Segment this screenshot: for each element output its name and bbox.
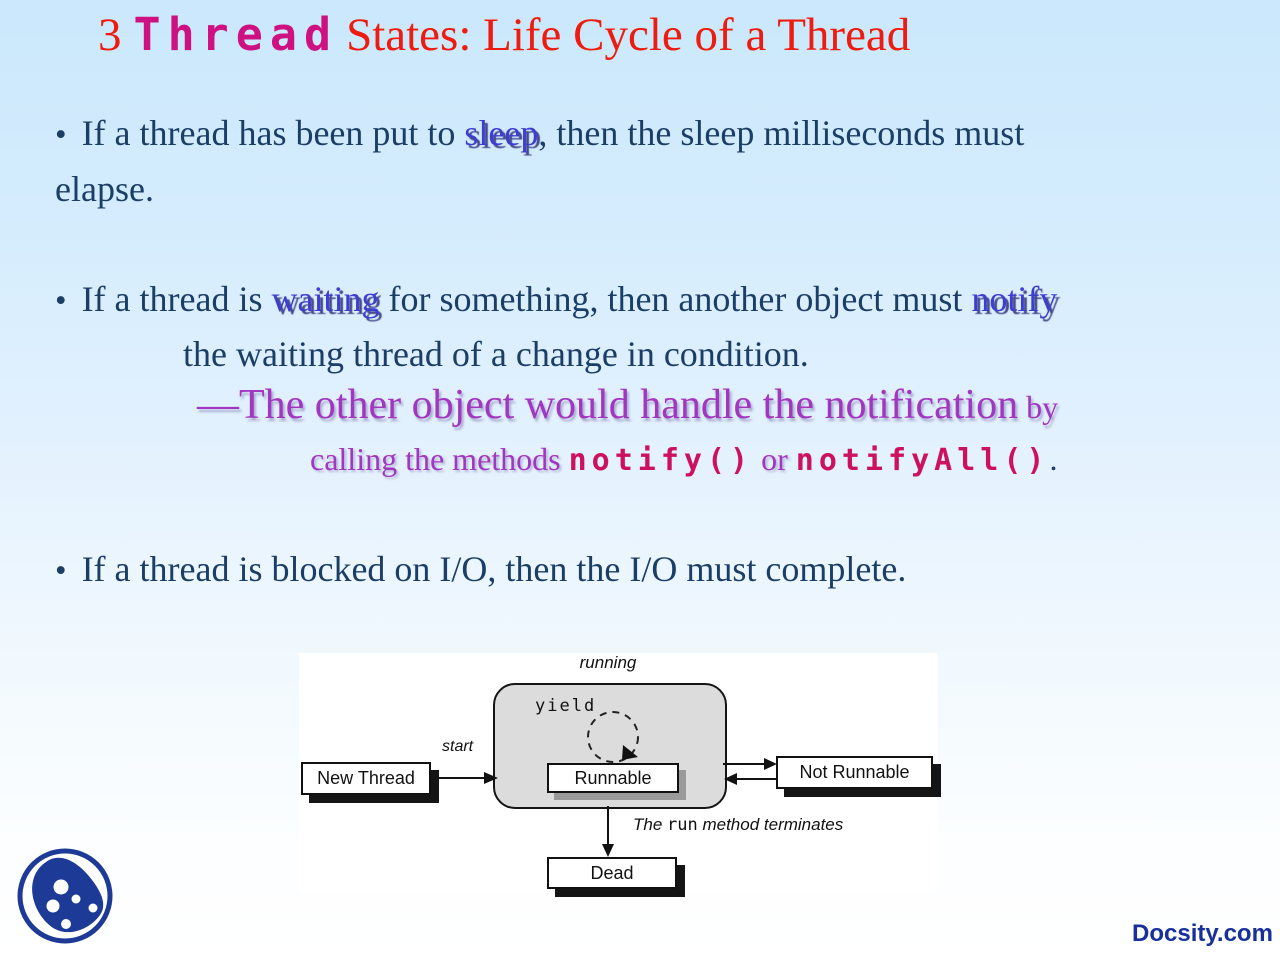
bullet-icon: • [55,283,67,319]
sub-bullet-by: by [1018,389,1059,425]
bullet-2-line-1: • If a thread is waiting for something, t… [55,278,1057,320]
sub-bullet-pre: calling the methods [310,441,569,477]
sub-bullet-line-1: —The other object would handle the notif… [197,381,1058,429]
bullet-icon: • [55,117,67,153]
title-rest: States: Life Cycle of a Thread [346,9,911,61]
terminates-run-code: run [667,815,698,835]
title-code-word: Thread [133,8,339,61]
title-number: 3 [98,9,122,61]
yield-loop-icon [587,711,639,763]
running-label: running [579,653,637,672]
sub-bullet-or: or [753,441,796,477]
sub-bullet-period: . [1049,441,1058,477]
from-not-runnable-arrow-head [724,773,737,785]
code-notify: notify() [568,443,754,478]
to-not-runnable-arrow-head [764,758,777,770]
yield-label: yield [535,696,597,716]
dead-box: Dead [547,857,677,889]
yield-loop-arrow-head [622,745,638,760]
run-terminates-label: The run method terminates [633,815,843,835]
not-runnable-box: Not Runnable [776,756,933,789]
to-dead-arrow-head [602,844,614,857]
publisher-logo-icon [17,848,113,944]
keyword-sleep: sleep [464,113,539,153]
bullet-1-line-2: elapse. [55,169,154,209]
new-thread-box: New Thread [301,762,431,795]
sub-bullet-line-2: calling the methods notify() or notifyAl… [310,441,1057,478]
bullet-1-pre: If a thread has been put to [81,113,465,153]
bullet-3-text: If a thread is blocked on I/O, then the … [81,549,907,589]
diagram-arrows [432,711,777,857]
keyword-waiting: waiting [271,279,380,319]
keyword-notify: notify [971,279,1058,319]
terminates-rest: method terminates [697,815,844,834]
bullet-1-line-1: • If a thread has been put to sleep, then… [55,112,1024,154]
code-notifyall: notifyAll() [795,443,1050,478]
bullet-2-pre: If a thread is [81,279,272,319]
bullet-icon: • [55,553,67,589]
bullet-2-mid: for something, then another object must [379,279,972,319]
bullet-2-line-2: the waiting thread of a change in condit… [183,334,809,374]
docsity-brand: Docsity.com [1132,920,1273,947]
bullet-1-post: , then the sleep milliseconds must [538,113,1025,153]
runnable-box: Runnable [547,763,679,793]
terminates-the: The [633,815,668,834]
start-arrow-head [484,772,498,784]
thread-lifecycle-diagram: running yield start New Thread Runnable … [299,653,938,893]
sub-bullet-main: —The other object would handle the notif… [197,382,1019,428]
bullet-3-line: • If a thread is blocked on I/O, then the… [55,548,906,590]
start-label: start [442,738,474,755]
